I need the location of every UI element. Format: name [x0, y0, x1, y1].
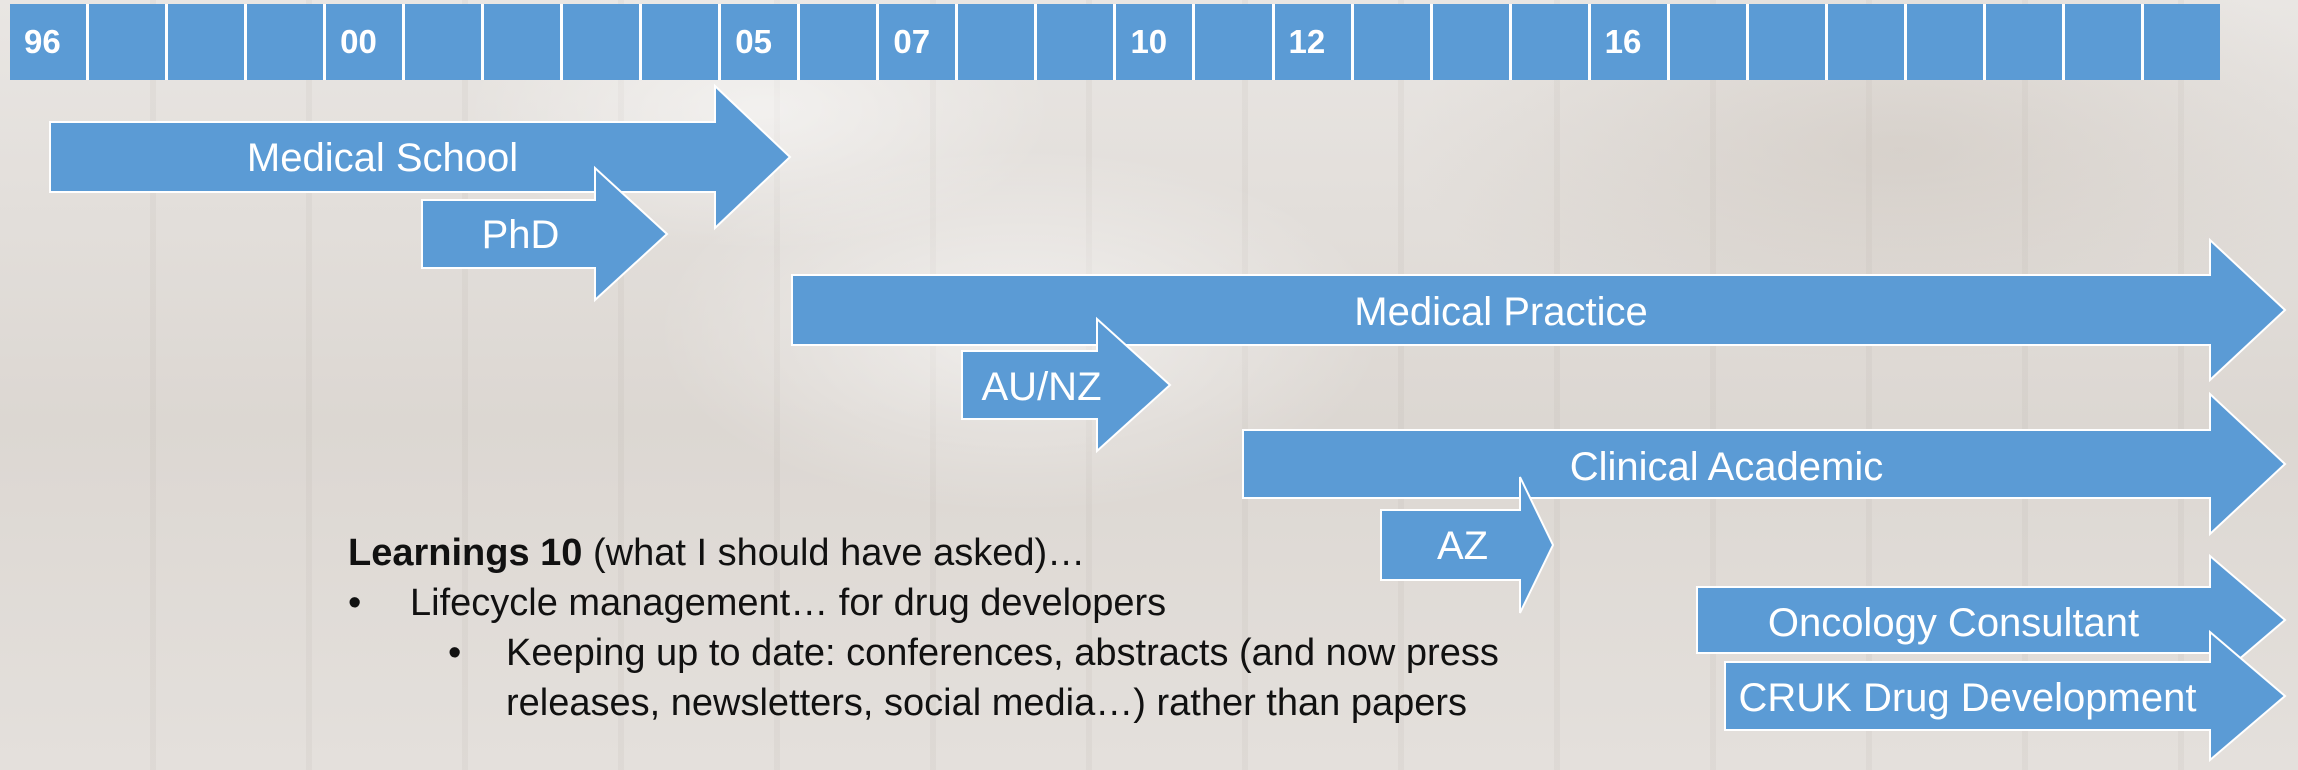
timeline-cell: [642, 4, 719, 80]
timeline-cell: 00: [326, 4, 403, 80]
timeline-cell: [2064, 4, 2141, 80]
arrow-shape: [1724, 629, 2287, 763]
timeline-cell: [2143, 4, 2220, 80]
arrow-az: AZ: [1380, 476, 1555, 614]
arrow-shape: [49, 83, 792, 231]
learnings-title: Learnings 10 (what I should have asked)…: [348, 528, 1499, 578]
arrow-label: Medical Practice: [1354, 290, 1647, 334]
timeline-cell: [1827, 4, 1904, 80]
timeline-cell: [1037, 4, 1114, 80]
arrow-shape: [961, 316, 1172, 454]
timeline-cell: 96: [10, 4, 87, 80]
learnings-title-bold: Learnings 10: [348, 532, 583, 574]
timeline-cell: 07: [879, 4, 956, 80]
timeline-cell: [89, 4, 166, 80]
arrow-shape: [791, 237, 2287, 383]
arrow-au-nz: AU/NZ: [961, 316, 1172, 454]
timeline-cell: [563, 4, 640, 80]
bullet-keeping-up-line2: releases, newsletters, social media…) ra…: [506, 682, 1468, 724]
learnings-title-rest: (what I should have asked)…: [582, 532, 1086, 574]
timeline-cell: [1511, 4, 1588, 80]
arrow-clinical-academic: Clinical Academic: [1242, 391, 2287, 537]
arrow-shape: [421, 165, 669, 303]
bullet-dot: •: [448, 632, 462, 674]
arrow-label: Medical School: [247, 136, 518, 180]
timeline-cell: [168, 4, 245, 80]
timeline-cell: [247, 4, 324, 80]
timeline-cell: [1195, 4, 1272, 80]
year-timeline-grid: 96 00 05 07 10 12 16: [10, 4, 2220, 80]
timeline-cell: [1353, 4, 1430, 80]
timeline-cell: [800, 4, 877, 80]
arrow-label: AZ: [1437, 524, 1488, 568]
arrow-oncology-consultant: Oncology Consultant: [1696, 553, 2287, 687]
bullet-keeping-up-cont: releases, newsletters, social media…) ra…: [348, 678, 1499, 728]
bullet-keeping-up: • Keeping up to date: conferences, abstra…: [348, 628, 1499, 678]
arrow-phd: PhD: [421, 165, 669, 303]
arrow-shape: [1242, 391, 2287, 537]
timeline-cell: 05: [721, 4, 798, 80]
timeline-cell: [1669, 4, 1746, 80]
arrow-label: Oncology Consultant: [1768, 601, 2139, 645]
learnings-block: Learnings 10 (what I should have asked)……: [348, 528, 1499, 728]
timeline-cell: [1432, 4, 1509, 80]
arrow-medical-practice: Medical Practice: [791, 237, 2287, 383]
arrow-label: CRUK Drug Development: [1739, 676, 2197, 720]
bullet-dot: •: [348, 582, 362, 624]
timeline-cell: 10: [1116, 4, 1193, 80]
bullet-keeping-up-line1: Keeping up to date: conferences, abstrac…: [506, 632, 1499, 674]
timeline-cell: 16: [1590, 4, 1667, 80]
timeline-cell: 12: [1274, 4, 1351, 80]
timeline-cell: [1748, 4, 1825, 80]
arrow-label: PhD: [482, 213, 560, 257]
arrow-label: Clinical Academic: [1570, 445, 1883, 489]
bullet-lifecycle-text: Lifecycle management… for drug developer…: [410, 582, 1167, 624]
bullet-lifecycle: • Lifecycle management… for drug develope…: [348, 578, 1499, 628]
timeline-cell: [958, 4, 1035, 80]
timeline-cell: [484, 4, 561, 80]
timeline-cell: [405, 4, 482, 80]
arrow-label: AU/NZ: [982, 365, 1102, 409]
arrow-shape: [1696, 553, 2287, 687]
timeline-cell: [1906, 4, 1983, 80]
timeline-cell: [1985, 4, 2062, 80]
arrow-cruk-drug-development: CRUK Drug Development: [1724, 629, 2287, 763]
arrow-medical-school: Medical School: [49, 83, 792, 231]
arrow-shape: [1380, 476, 1555, 614]
